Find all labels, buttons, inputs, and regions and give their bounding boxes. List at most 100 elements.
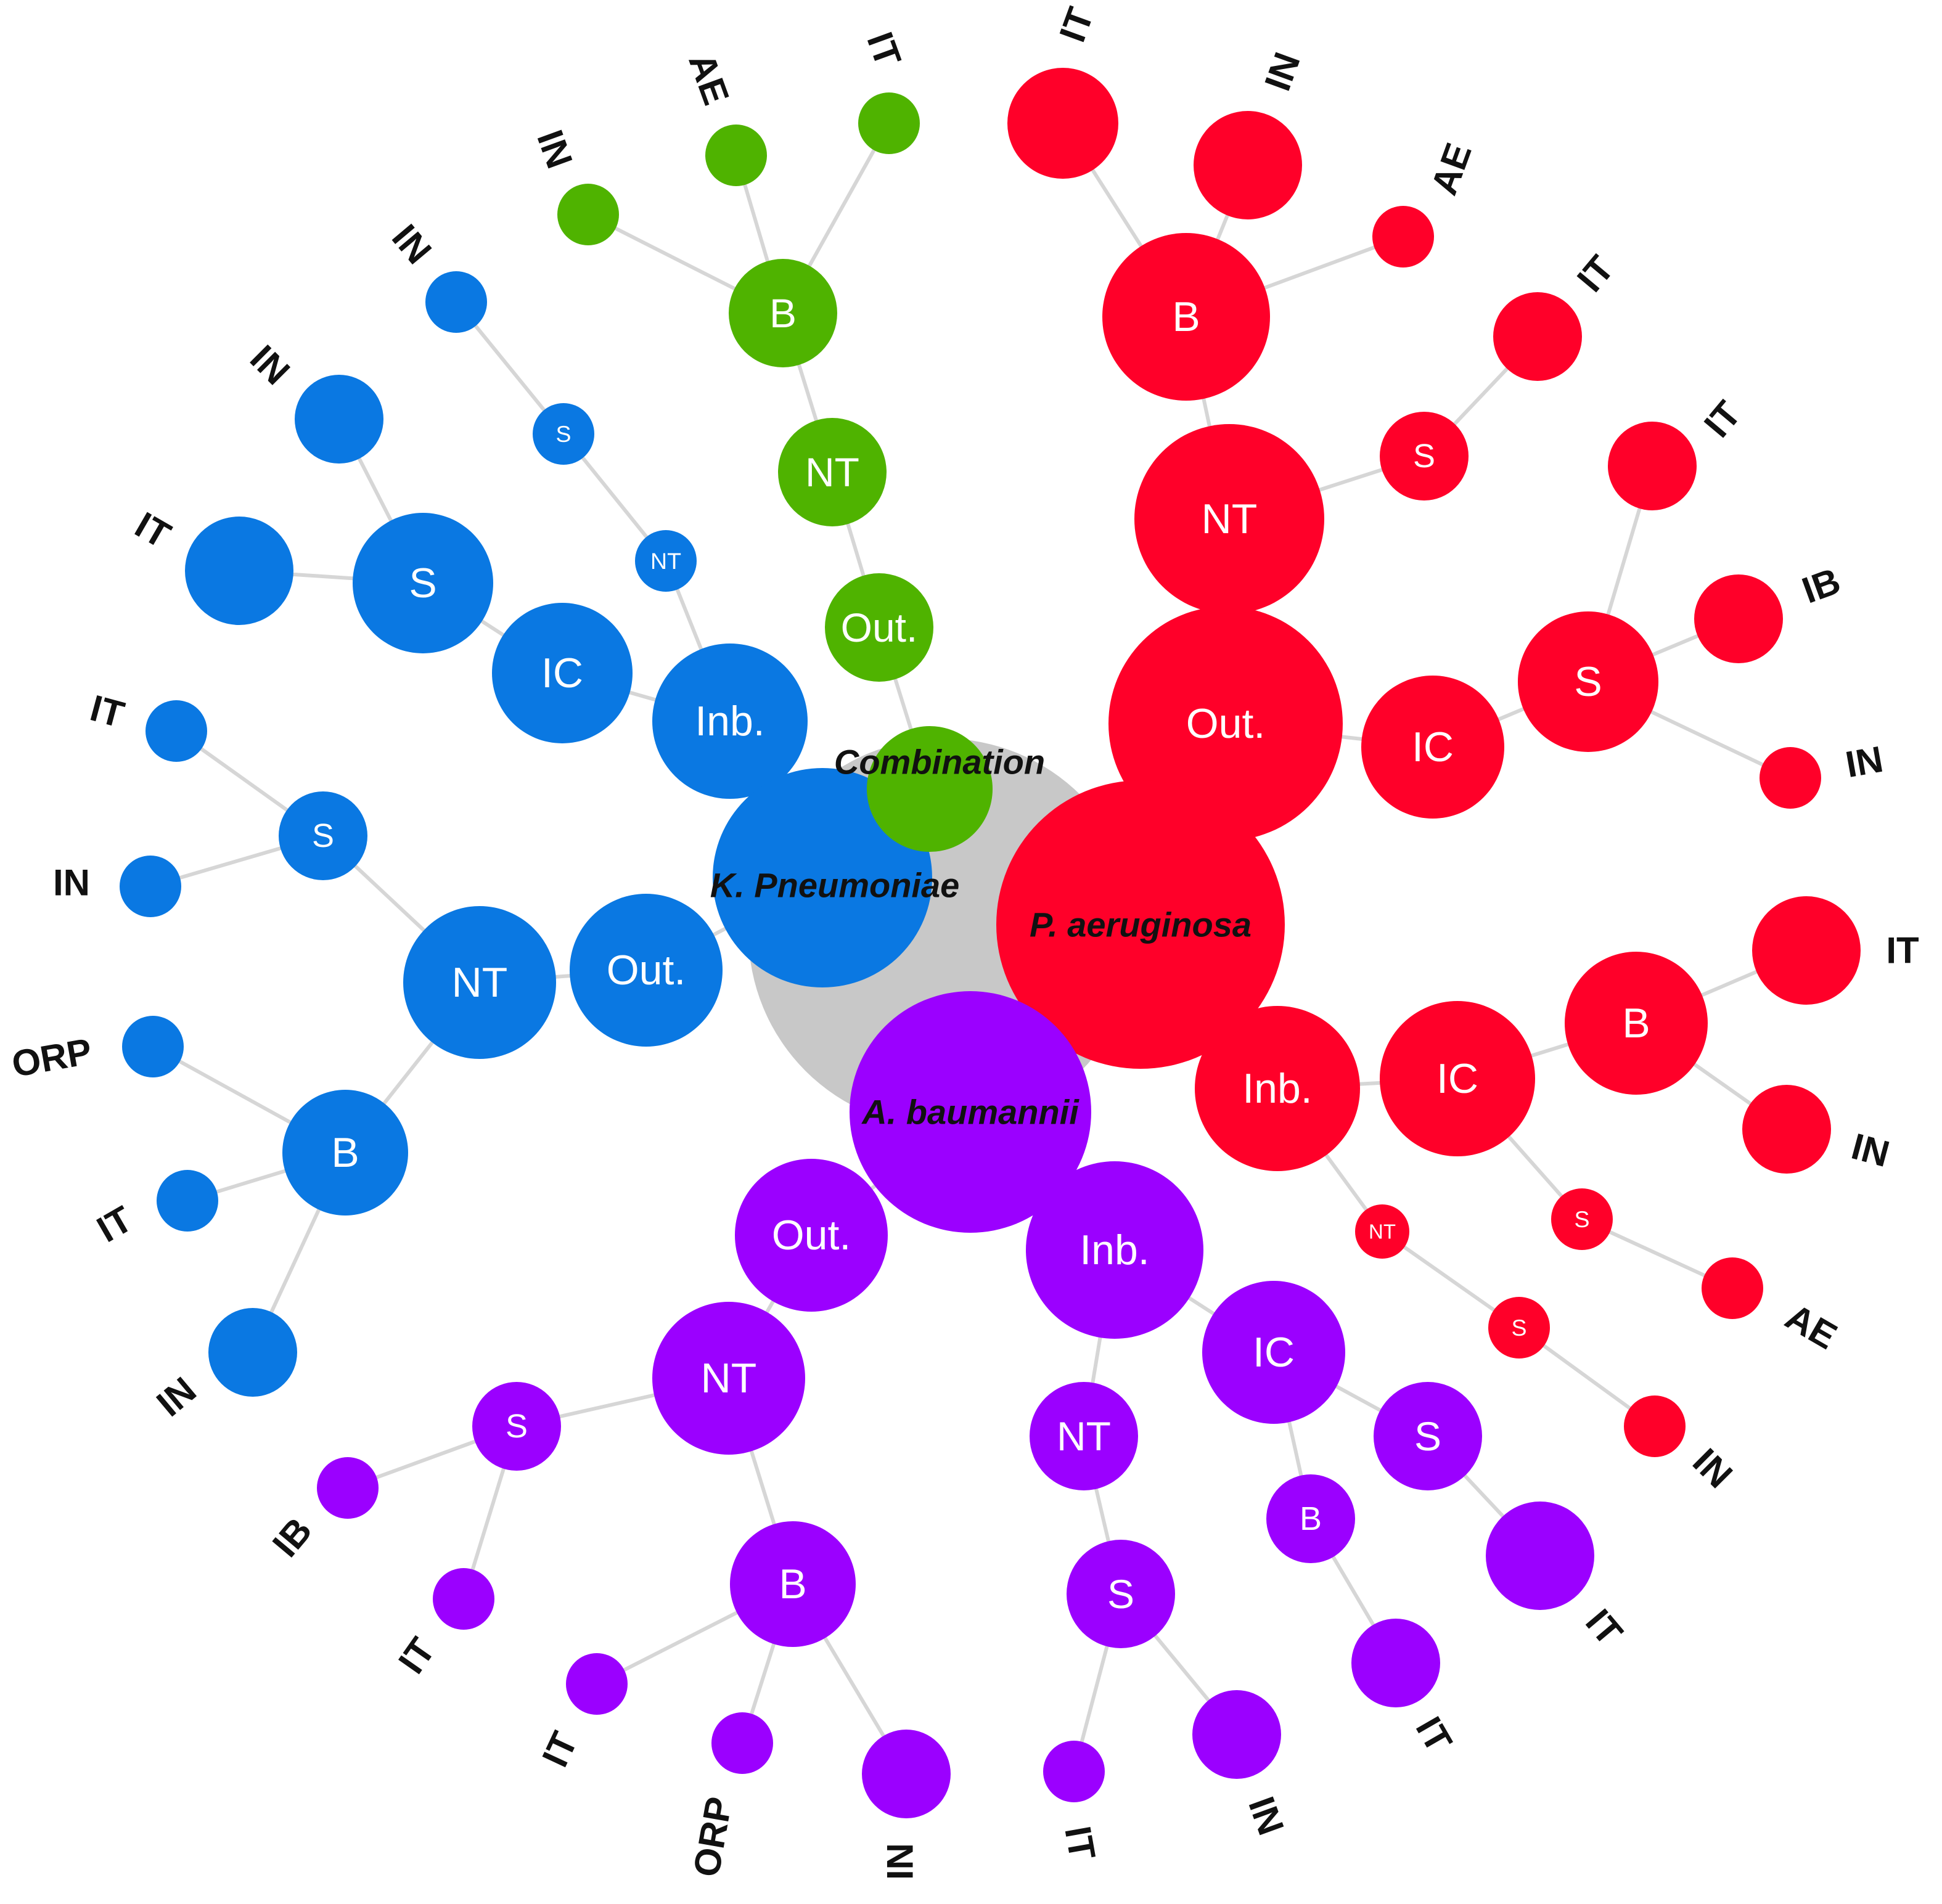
node-label-r_s4: S xyxy=(1511,1315,1526,1341)
node-label-r_b2: B xyxy=(1622,1000,1650,1047)
node-g_b_it xyxy=(858,92,920,154)
leaf-label-r_b1_in: IN xyxy=(1256,47,1308,96)
node-p_s2_in xyxy=(1192,1690,1281,1779)
node-r_nt1 xyxy=(1134,424,1324,614)
node-p_inb xyxy=(1026,1161,1203,1339)
node-label-r_b1: B xyxy=(1172,293,1200,340)
node-b_inb xyxy=(652,644,808,799)
node-r_s3_ae xyxy=(1702,1257,1763,1319)
node-r_b1_ae xyxy=(1372,206,1434,268)
leaf-label-b_b_orp: ORP xyxy=(9,1031,95,1085)
node-g_nt xyxy=(778,418,887,526)
node-b_s1 xyxy=(353,513,493,653)
node-r_s2_it xyxy=(1608,422,1697,510)
leaf-label-b_s2_in: IN xyxy=(384,216,440,271)
node-label-p_nt1: NT xyxy=(701,1355,757,1402)
node-label-g_b: B xyxy=(769,290,797,336)
node-b_s2_in xyxy=(425,271,487,333)
node-label-b_s1: S xyxy=(409,560,436,607)
leaf-label-p_s3_it: IT xyxy=(1578,1601,1631,1653)
node-p_s2_it xyxy=(1043,1741,1105,1802)
node-label-p_s3: S xyxy=(1414,1413,1441,1459)
node-b_s3_it xyxy=(145,700,207,762)
node-p_s3 xyxy=(1374,1382,1482,1490)
node-r_b1 xyxy=(1102,233,1270,401)
node-p_b1 xyxy=(730,1521,856,1647)
node-p_s1_it xyxy=(433,1568,494,1630)
leaf-label-g_b_it: IT xyxy=(859,27,909,72)
node-b_b_orp xyxy=(122,1016,184,1077)
node-label-p_out: Out. xyxy=(772,1212,851,1259)
leaf-label-p_b1_it: IT xyxy=(534,1726,585,1773)
node-b_b xyxy=(282,1090,408,1216)
node-g_out xyxy=(825,573,933,682)
node-label-g_out: Out. xyxy=(841,605,918,650)
node-label-p_s1: S xyxy=(506,1408,528,1445)
leaf-label-p_s1_ib: IB xyxy=(264,1510,320,1564)
node-b_s3_in xyxy=(120,856,181,917)
node-p_out xyxy=(735,1159,888,1312)
leaf-label-p_b1_in: IN xyxy=(880,1843,921,1880)
node-p_s2 xyxy=(1067,1540,1175,1648)
node-r_s1 xyxy=(1380,412,1469,501)
leaf-label-p_s2_in: IN xyxy=(1240,1791,1292,1840)
node-label-r_out: Out. xyxy=(1186,700,1266,747)
node-pa xyxy=(996,780,1285,1069)
node-p_s1_ib xyxy=(317,1457,379,1519)
node-b_nt2 xyxy=(403,906,556,1059)
leaf-label-p_s1_it: IT xyxy=(390,1630,443,1681)
leaf-label-r_b2_in: IN xyxy=(1847,1126,1893,1175)
node-label-g_nt: NT xyxy=(805,449,859,495)
node-b_s3 xyxy=(279,791,367,880)
leaf-label-b_s3_in: IN xyxy=(53,862,90,904)
leaf-label-r_s2_it: IT xyxy=(1696,393,1749,445)
node-r_ic1 xyxy=(1361,676,1504,819)
node-g_b_ae xyxy=(705,125,767,186)
leaf-label-p_s2_it: IT xyxy=(1057,1823,1103,1863)
node-b_b_in xyxy=(208,1308,297,1397)
node-cb xyxy=(867,726,993,852)
node-b_s2 xyxy=(533,403,594,465)
node-ab xyxy=(850,991,1091,1233)
node-p_nt2 xyxy=(1030,1382,1138,1490)
node-p_b2_it xyxy=(1351,1619,1440,1707)
node-label-pa: P. aeruginosa xyxy=(1030,905,1252,944)
leaf-label-g_b_ae: AE xyxy=(681,47,737,110)
node-label-p_ic: IC xyxy=(1253,1329,1295,1376)
node-label-b_nt1: NT xyxy=(650,548,681,574)
node-label-r_ic2: IC xyxy=(1436,1055,1478,1102)
node-label-p_s2: S xyxy=(1107,1571,1134,1617)
node-p_b1_orp xyxy=(711,1712,773,1774)
leaf-label-b_b_in: IN xyxy=(149,1369,203,1424)
node-label-b_out: Out. xyxy=(607,947,686,994)
node-label-b_b: B xyxy=(331,1129,359,1176)
node-p_b1_in xyxy=(862,1730,951,1818)
leaf-label-r_s2_ib: IB xyxy=(1797,560,1845,611)
node-r_s1_it xyxy=(1493,292,1582,381)
node-label-kp: K. Pneumoniae xyxy=(710,866,960,905)
node-r_s2_in xyxy=(1760,747,1821,809)
node-r_b2_in xyxy=(1742,1085,1831,1174)
node-p_nt1 xyxy=(652,1302,805,1455)
node-label-ab: A. baumannii xyxy=(861,1093,1080,1132)
node-g_b_in xyxy=(557,184,619,245)
node-r_ic2 xyxy=(1380,1001,1535,1156)
node-b_ic xyxy=(492,603,633,743)
node-r_inb xyxy=(1195,1006,1360,1171)
leaf-label-b_s3_it: IT xyxy=(86,687,129,736)
node-r_b2_it xyxy=(1752,896,1861,1005)
node-label-b_ic: IC xyxy=(541,650,583,697)
node-r_b1_in xyxy=(1194,111,1302,219)
node-r_out xyxy=(1108,607,1343,841)
node-label-r_inb: Inb. xyxy=(1242,1065,1312,1112)
leaf-label-r_b1_ae: AE xyxy=(1423,137,1479,200)
node-b_s1_it xyxy=(185,517,293,625)
node-b_b_it xyxy=(157,1170,218,1232)
node-label-r_s1: S xyxy=(1413,438,1435,475)
node-label-r_nt1: NT xyxy=(1202,496,1258,542)
leaf-label-b_s1_it: IT xyxy=(128,504,178,557)
leaf-label-r_s2_in: IN xyxy=(1843,738,1887,785)
leaf-label-r_b2_it: IT xyxy=(1886,930,1919,971)
node-r_s2 xyxy=(1518,611,1658,752)
